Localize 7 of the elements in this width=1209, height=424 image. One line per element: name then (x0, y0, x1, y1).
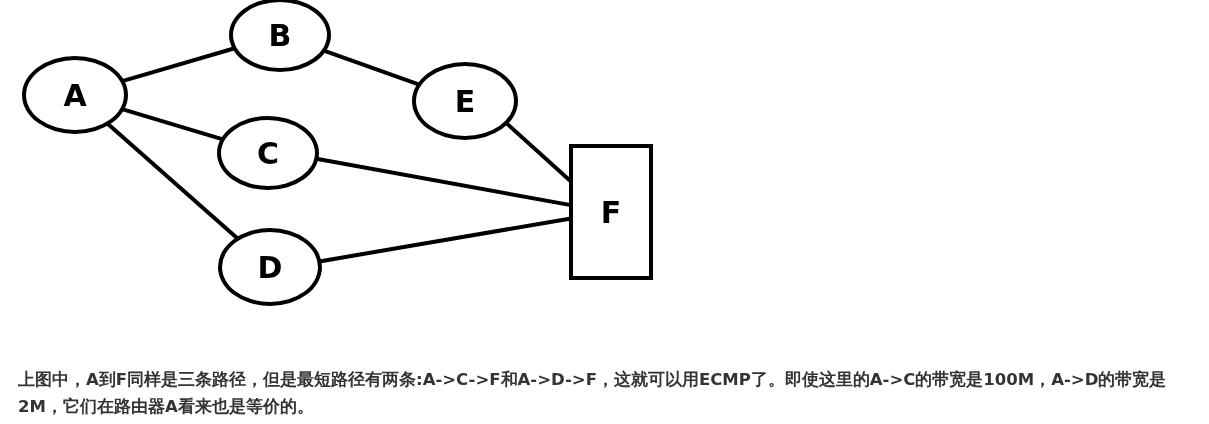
ellipse-node: A (22, 56, 128, 134)
ellipse-node: D (218, 228, 322, 306)
rectangle-node: F (569, 144, 653, 280)
ellipse-node: E (412, 62, 518, 140)
ellipse-node: C (217, 116, 319, 190)
ellipse-node: B (229, 0, 331, 72)
caption-text: 上图中，A到F同样是三条路径，但是最短路径有两条:A->C->F和A->D->F，这就可以用ECMP了。即使这里的A->C的带宽是100M，A->D的带宽是2M，它们在路由器A看来也是等价的。 (18, 369, 1168, 418)
